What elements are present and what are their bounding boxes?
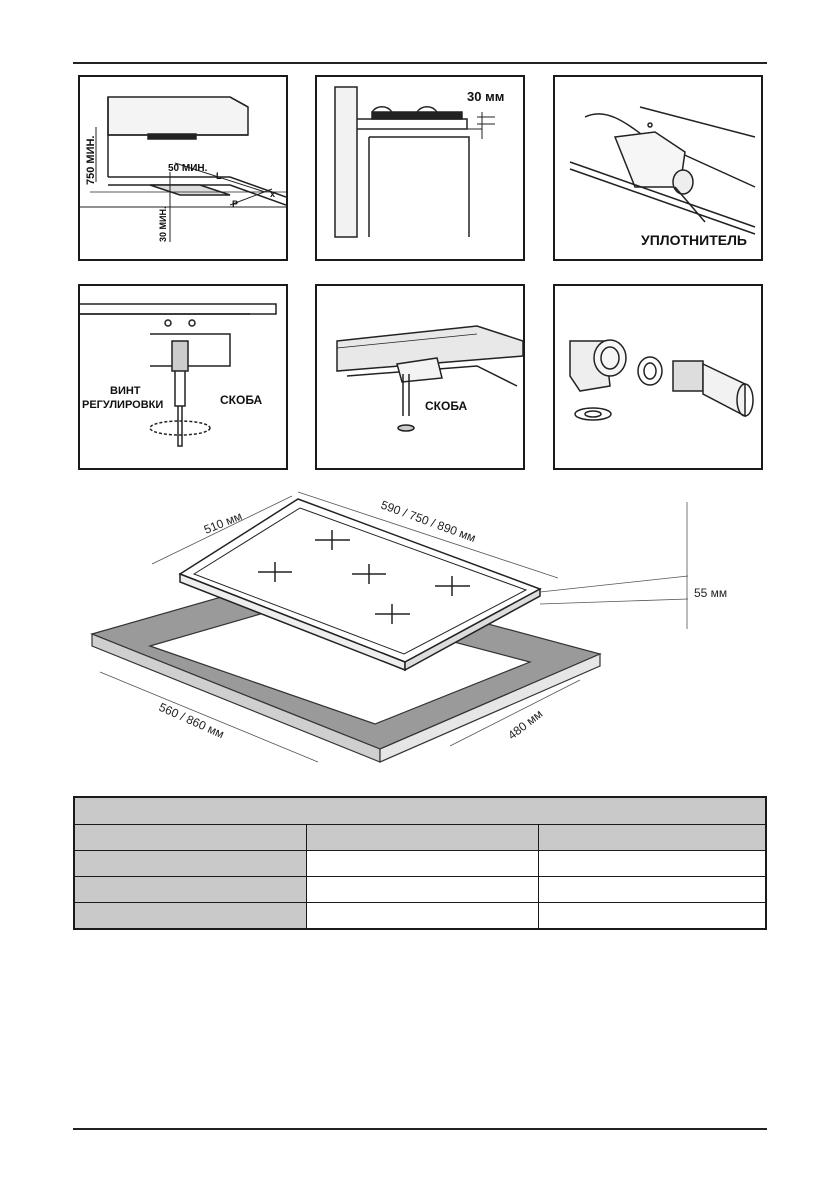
label-L: L <box>216 171 222 181</box>
table-cell <box>73 850 307 877</box>
hob-dimension-drawing: 510 мм 590 / 750 / 890 мм 55 мм 560 / 86… <box>90 491 727 763</box>
table-cell <box>73 876 307 903</box>
table-cell <box>538 876 767 903</box>
table-row <box>73 876 767 903</box>
adjust-screw-diagram: ВИНТ РЕГУЛИРОВКИ СКОБА <box>80 303 277 447</box>
table-column <box>73 824 307 851</box>
table-row <box>73 902 767 930</box>
table-column <box>538 824 767 851</box>
table-column-row <box>73 824 767 851</box>
seal-diagram: УПЛОТНИТЕЛЬ <box>569 106 756 248</box>
table-cell <box>73 902 307 930</box>
spec-table <box>73 796 767 930</box>
panel-clearances: 750 МИН. 50 МИН. L P x 30 МИН. <box>78 75 288 261</box>
table-header <box>73 796 767 825</box>
dim-55: 55 мм <box>694 586 727 600</box>
table-cell <box>306 902 539 930</box>
label-seal: УПЛОТНИТЕЛЬ <box>641 232 747 248</box>
label-screw-line1: ВИНТ <box>110 385 141 397</box>
table-cell <box>306 876 539 903</box>
bottom-rule <box>73 1128 767 1130</box>
bracket-diagram: СКОБА <box>336 325 523 432</box>
table-cell <box>538 850 767 877</box>
panel-seal: УПЛОТНИТЕЛЬ <box>553 75 763 261</box>
panel-adjust-screw: ВИНТ РЕГУЛИРОВКИ СКОБА <box>78 284 288 470</box>
dim-480: 480 мм <box>505 707 545 743</box>
panel-fittings <box>553 284 763 470</box>
label-30-min: 30 МИН. <box>158 207 168 242</box>
table-cell <box>538 902 767 930</box>
dim-510: 510 мм <box>202 509 244 537</box>
clearance-diagram: 750 МИН. 50 МИН. L P x 30 МИН. <box>80 96 286 242</box>
table-column <box>306 824 539 851</box>
dim-560-860: 560 / 860 мм <box>157 700 227 741</box>
panel-bracket: СКОБА <box>315 284 525 470</box>
table-cell <box>306 850 539 877</box>
label-30-mm: 30 мм <box>467 89 504 104</box>
fittings-diagram <box>569 339 754 421</box>
table-header-row <box>73 796 767 825</box>
label-bracket-5: СКОБА <box>425 399 467 413</box>
thickness-diagram: 30 мм <box>334 86 504 238</box>
label-750-min: 750 МИН. <box>85 136 97 185</box>
label-screw-line2: РЕГУЛИРОВКИ <box>82 399 163 411</box>
top-rule <box>73 62 767 64</box>
burner-marks <box>258 530 470 624</box>
label-50-min: 50 МИН. <box>168 163 208 174</box>
table-row <box>73 850 767 877</box>
label-bracket-4: СКОБА <box>220 393 262 407</box>
panel-thickness: 30 мм <box>315 75 525 261</box>
label-P: P <box>232 199 238 209</box>
label-x: x <box>270 189 275 199</box>
